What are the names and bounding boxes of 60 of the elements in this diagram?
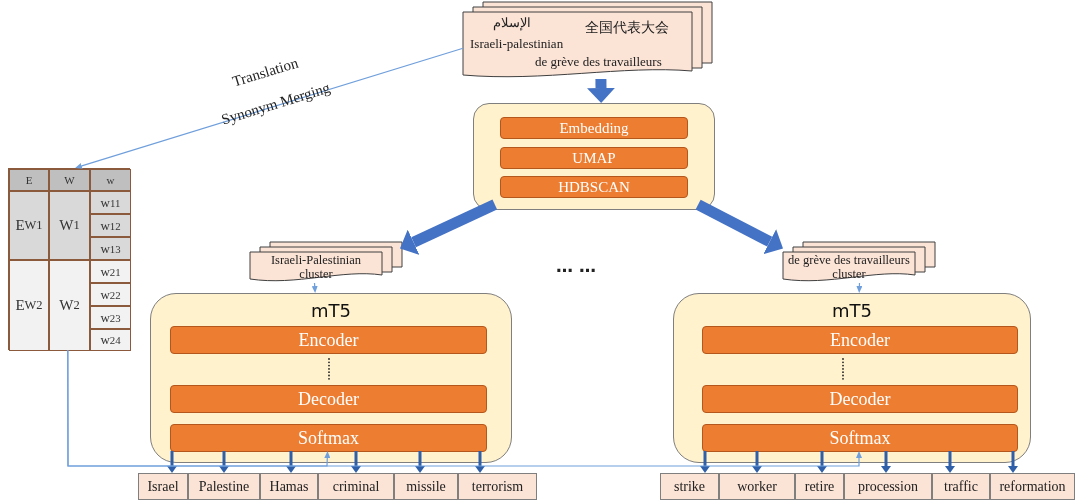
token-box: procession xyxy=(844,473,932,500)
document-text: 全国代表大会 xyxy=(585,19,669,37)
model-panel xyxy=(673,293,1031,463)
token-box: worker xyxy=(719,473,795,500)
arrow xyxy=(415,451,425,473)
arrow xyxy=(856,282,863,293)
token-box: terrorism xyxy=(458,473,537,500)
arrow xyxy=(881,451,891,473)
block-arrow xyxy=(400,199,498,255)
document-stack xyxy=(250,240,400,283)
cluster-label: de grève des travailleurs cluster xyxy=(787,253,911,281)
arrow xyxy=(311,282,318,293)
arrow xyxy=(1008,451,1018,473)
token-box: criminal xyxy=(318,473,394,500)
layer-bar: Encoder xyxy=(702,326,1018,354)
edge-label: Translation xyxy=(230,54,301,90)
token-box: Hamas xyxy=(260,473,318,500)
arrow xyxy=(700,451,710,473)
rounded-panel xyxy=(473,103,715,210)
document-text: الإسلام xyxy=(493,15,531,31)
layer-bar: UMAP xyxy=(500,147,688,169)
arrow xyxy=(67,349,862,467)
arrow xyxy=(219,451,229,473)
model-title: mT5 xyxy=(310,300,352,321)
table-cell: W xyxy=(49,169,90,191)
document-text: de grève des travailleurs xyxy=(535,54,662,70)
arrow xyxy=(817,451,827,473)
token-box: reformation xyxy=(990,473,1075,500)
arrow xyxy=(286,451,296,473)
block-arrow xyxy=(587,78,615,103)
model-title: mT5 xyxy=(831,300,873,321)
layer-bar: Decoder xyxy=(702,385,1018,413)
ellipsis-label: … … xyxy=(556,256,596,276)
arrow xyxy=(475,451,485,473)
arrow xyxy=(351,451,361,473)
model-panel xyxy=(150,293,512,463)
layer-bar: Embedding xyxy=(500,117,688,139)
document-text: Israeli-palestinian xyxy=(470,36,564,52)
layer-bar: HDBSCAN xyxy=(500,176,688,198)
document-stack xyxy=(463,2,712,79)
table-cell: w xyxy=(90,169,131,191)
token-box: Palestine xyxy=(188,473,260,500)
cluster-label: Israeli-Palestinian cluster xyxy=(269,253,363,281)
block-arrow xyxy=(695,199,783,255)
layer-bar: Encoder xyxy=(170,326,487,354)
data-table xyxy=(8,168,130,350)
token-box: retire xyxy=(795,473,844,500)
arrow xyxy=(945,451,955,473)
table-cell: E xyxy=(9,169,49,191)
arrow xyxy=(75,47,464,169)
document-stack xyxy=(783,240,933,283)
layer-bar: Softmax xyxy=(702,424,1018,452)
token-box: traffic xyxy=(932,473,990,500)
token-box: Israel xyxy=(138,473,188,500)
token-box: strike xyxy=(660,473,719,500)
arrow xyxy=(167,451,177,473)
layer-bar: Softmax xyxy=(170,424,487,452)
layer-bar: Decoder xyxy=(170,385,487,413)
token-box: missile xyxy=(394,473,458,500)
arrow xyxy=(752,451,762,473)
